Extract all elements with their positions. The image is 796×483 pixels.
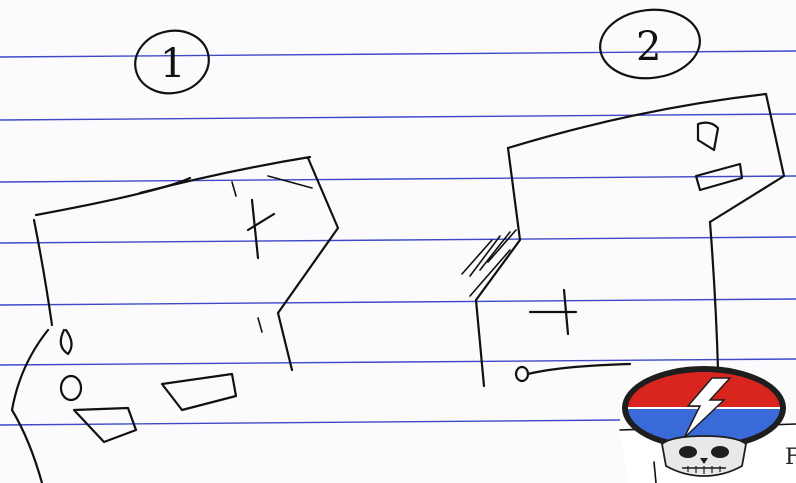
skull-icon <box>662 436 746 476</box>
ruled-line <box>0 51 796 57</box>
ruled-line <box>0 114 796 120</box>
sketch-1-label: 1 <box>160 41 185 87</box>
ruled-line <box>0 420 620 425</box>
ruled-line <box>0 359 796 365</box>
ruled-line <box>0 299 796 305</box>
ruled-line <box>0 237 796 243</box>
sketch-2: 2 <box>462 5 784 386</box>
ruled-line <box>0 176 796 182</box>
sketch-2-label: 2 <box>636 24 661 70</box>
circled-number-2: 2 <box>597 5 704 83</box>
sketch-1-box <box>12 157 338 483</box>
skull-lightning-bolt-sticker <box>620 366 796 483</box>
sketch-1: 1 <box>12 24 338 483</box>
edge-text: F <box>785 447 796 469</box>
circled-number-1: 1 <box>129 24 214 100</box>
sketch-2-box <box>462 94 784 386</box>
